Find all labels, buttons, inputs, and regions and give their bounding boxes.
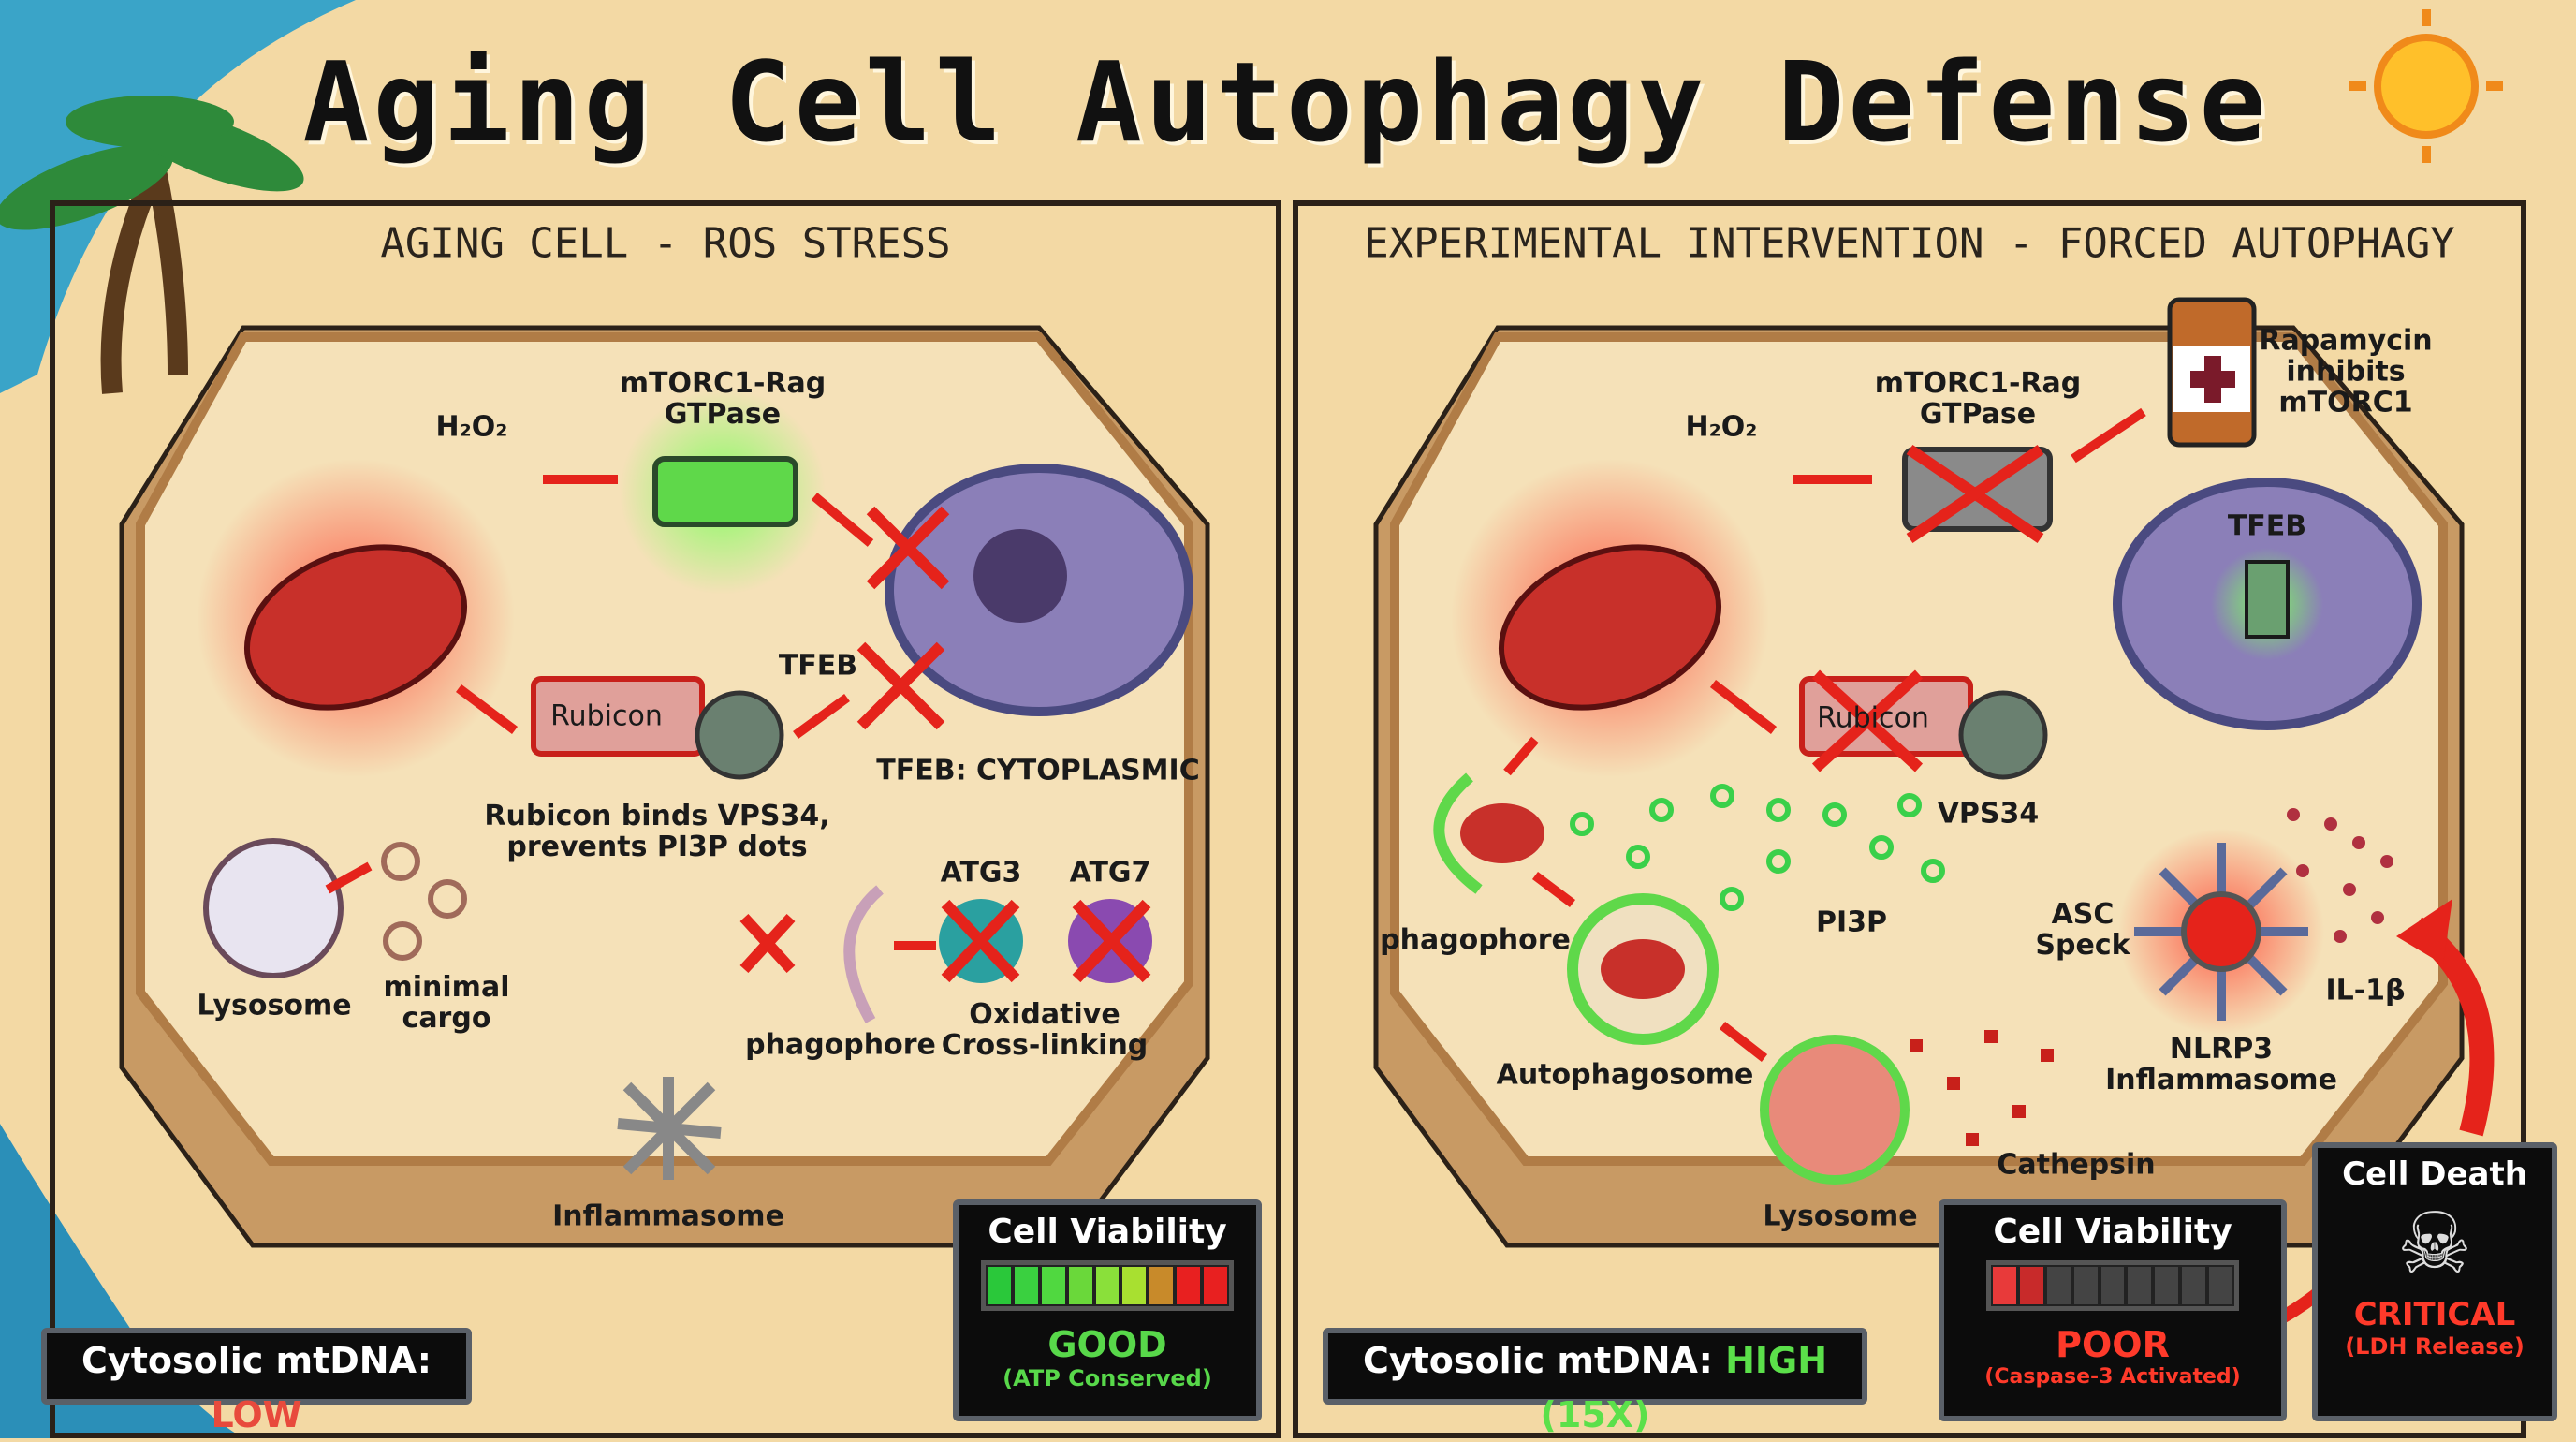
label-oxidative: Oxidative Cross-linking [941, 998, 1149, 1062]
phagophore-icon [1433, 772, 1483, 894]
label-h2o2: H₂O₂ [435, 410, 508, 444]
vps34-icon [695, 690, 784, 780]
viability-meter [1986, 1260, 2239, 1311]
label-minimal-cargo: minimal cargo [383, 971, 510, 1035]
label-autophagosome: Autophagosome [1496, 1058, 1754, 1092]
viability-status: GOOD [1047, 1324, 1167, 1365]
label-nlrp3: NLRP3 Inflammasome [2105, 1033, 2337, 1096]
phagophore-icon [843, 885, 884, 1023]
viability-meter [981, 1260, 1234, 1311]
cell-death-detail: (LDH Release) [2345, 1333, 2525, 1360]
mtorc1-active-icon [652, 456, 798, 527]
left-panel [50, 200, 1281, 1438]
cell-death-title: Cell Death [2342, 1155, 2527, 1193]
label-rapamycin: Rapamycin inhibits mTORC1 [2259, 324, 2433, 419]
label-cathepsin: Cathepsin [1997, 1148, 2156, 1182]
viability-title: Cell Viability [1993, 1213, 2232, 1251]
red-x-icon [739, 506, 1151, 983]
lysosome-icon [203, 838, 344, 978]
label-tfeb-state: TFEB: CYTOPLASMIC [876, 754, 1200, 787]
label-atg7: ATG7 [1069, 856, 1151, 890]
label-mtorc1: mTORC1-Rag GTPase [619, 367, 827, 431]
label-rubicon-note: Rubicon binds VPS34, prevents PI3P dots [484, 800, 830, 863]
right-viability-panel: Cell Viability POOR (Caspase-3 Activated… [1939, 1199, 2287, 1421]
mitochondrion-icon [243, 544, 468, 711]
right-mtdna-status: Cytosolic mtDNA: HIGH (15X) [1323, 1328, 1867, 1435]
label-phagophore: phagophore [1380, 923, 1571, 957]
label-asc-speck: ASC Speck [2035, 898, 2130, 962]
label-lysosome: Lysosome [197, 989, 352, 1023]
il1b-particles [2287, 808, 2393, 943]
page-title: Aging Cell Autophagy Defense [302, 37, 2270, 167]
inflammasome-icon [617, 1077, 722, 1180]
cell-death-panel: Cell Death ☠ CRITICAL (LDH Release) [2312, 1142, 2557, 1421]
skull-icon: ☠ [2396, 1195, 2473, 1293]
right-panel-header: EXPERIMENTAL INTERVENTION - FORCED AUTOP… [1364, 219, 2455, 268]
viability-status: POOR [2056, 1324, 2170, 1365]
tfeb-nuclear-icon [2245, 560, 2290, 639]
label-tfeb: TFEB [2227, 509, 2307, 543]
rapamycin-bottle-icon [2167, 297, 2257, 448]
nlrp3-inflammasome-icon [2181, 891, 2261, 972]
mtdna-label: Cytosolic mtDNA: [1362, 1340, 1726, 1381]
label-il1b: IL-1β [2325, 974, 2406, 1008]
lysosome-rupturing-icon [1760, 1035, 1910, 1184]
label-atg3: ATG3 [940, 856, 1022, 890]
right-panel [1293, 200, 2526, 1438]
label-rubicon: Rubicon [550, 699, 663, 733]
left-mtdna-status: Cytosolic mtDNA: LOW [41, 1328, 472, 1435]
label-phagophore: phagophore [745, 1028, 936, 1062]
sun-icon [2349, 9, 2503, 163]
vps34-icon [1958, 690, 2048, 780]
mitochondrion-icon [1498, 544, 1722, 711]
mtdna-value: HIGH (15X) [1540, 1340, 1828, 1435]
cell-death-status: CRITICAL [2353, 1296, 2516, 1333]
ocean [0, 0, 356, 393]
viability-title: Cell Viability [988, 1213, 1227, 1251]
label-tfeb: TFEB [778, 649, 858, 683]
left-viability-panel: Cell Viability GOOD (ATP Conserved) [953, 1199, 1262, 1421]
viability-detail: (Caspase-3 Activated) [1984, 1365, 2241, 1389]
left-panel-header: AGING CELL - ROS STRESS [380, 219, 951, 268]
label-inflammasome: Inflammasome [552, 1199, 784, 1233]
label-pi3p: PI3P [1815, 905, 1887, 939]
label-lysosome: Lysosome [1763, 1199, 1918, 1233]
cathepsin-particles [1910, 1030, 2054, 1146]
red-x-icon [1811, 445, 2044, 772]
label-h2o2: H₂O₂ [1685, 410, 1758, 444]
label-mtorc1: mTORC1-Rag GTPase [1874, 367, 2082, 431]
pi3p-dots [1570, 784, 1945, 911]
arrow-icon [1503, 407, 2146, 1062]
mtdna-value: LOW [211, 1394, 302, 1435]
label-rubicon: Rubicon [1817, 701, 1929, 735]
viability-detail: (ATP Conserved) [1003, 1365, 1212, 1391]
arrow-icon [325, 475, 936, 950]
label-vps34: VPS34 [1937, 797, 2040, 831]
mtdna-label: Cytosolic mtDNA: [81, 1340, 432, 1381]
